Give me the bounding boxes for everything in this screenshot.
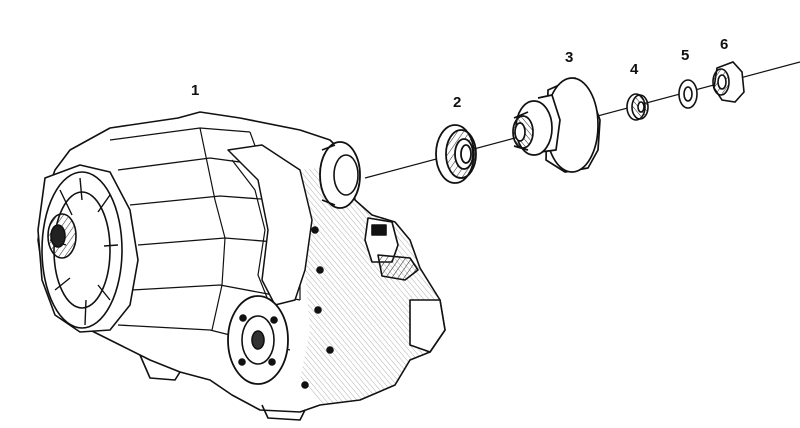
washer-bushing (626, 93, 649, 121)
callout-4: 4 (630, 61, 639, 78)
collar-nut (712, 61, 745, 103)
flat-washer (678, 79, 698, 109)
callout-6: 6 (720, 36, 729, 53)
shaft-seal (435, 124, 477, 184)
callout-3: 3 (565, 49, 574, 66)
callout-1: 1 (191, 82, 200, 99)
callout-2: 2 (453, 94, 462, 111)
transfer-case-housing (37, 111, 446, 421)
companion-flange (512, 77, 601, 173)
callout-5: 5 (681, 47, 690, 64)
